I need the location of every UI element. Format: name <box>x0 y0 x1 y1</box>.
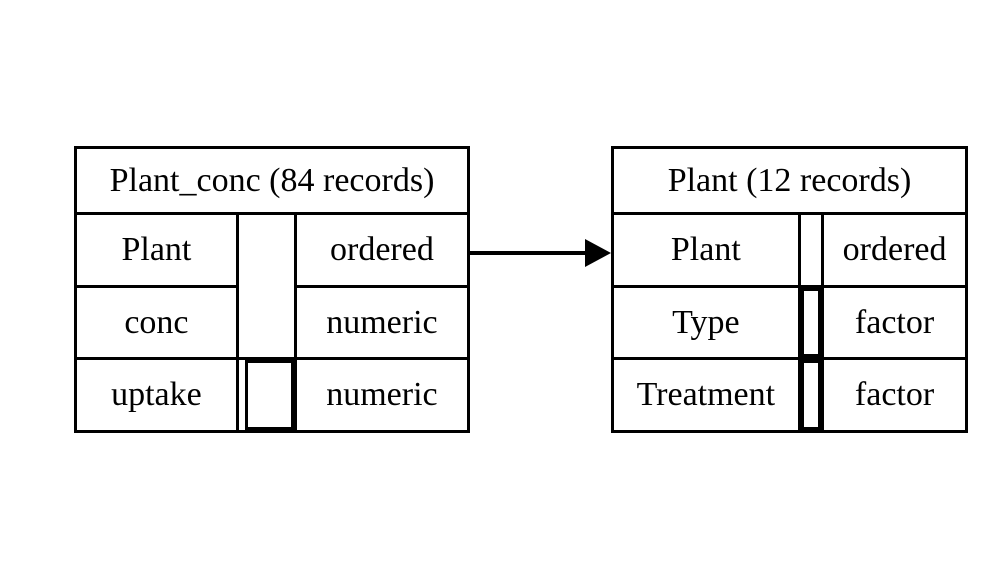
relation-arrow <box>467 239 611 267</box>
primary-key-indicator <box>797 212 825 288</box>
table-row: conc numeric <box>74 284 471 361</box>
field-type: ordered <box>821 212 968 288</box>
field-name: Type <box>611 284 801 361</box>
non-key-indicator-box <box>802 361 820 429</box>
table-row: Type factor <box>611 284 968 361</box>
non-key-indicator <box>797 284 825 361</box>
entity-table-plant-conc: Plant_conc (84 records) Plant ordered co… <box>74 145 471 433</box>
table-title: Plant_conc (84 records) <box>74 145 470 216</box>
field-name: conc <box>74 284 239 361</box>
field-name: Plant <box>74 212 239 288</box>
entity-table-plant: Plant (12 records) Plant ordered Type fa… <box>611 145 968 433</box>
field-type: numeric <box>293 284 471 361</box>
primary-key-indicator <box>235 212 297 361</box>
non-key-indicator <box>235 357 297 433</box>
table-row: Treatment factor <box>611 357 968 433</box>
field-type: factor <box>821 284 968 361</box>
non-key-indicator-box <box>802 289 820 356</box>
field-name: uptake <box>74 357 239 433</box>
field-name: Treatment <box>611 357 801 433</box>
field-type: factor <box>821 357 968 433</box>
table-row: Plant ordered <box>611 212 968 288</box>
table-title: Plant (12 records) <box>611 145 968 216</box>
table-row: Plant ordered <box>74 212 471 361</box>
non-key-indicator-box <box>244 361 293 429</box>
field-type: numeric <box>293 357 471 433</box>
field-name: Plant <box>611 212 801 288</box>
table-row: uptake numeric <box>74 357 471 433</box>
arrowhead-icon <box>585 239 611 267</box>
field-type: ordered <box>293 212 471 288</box>
non-key-indicator <box>797 357 825 433</box>
